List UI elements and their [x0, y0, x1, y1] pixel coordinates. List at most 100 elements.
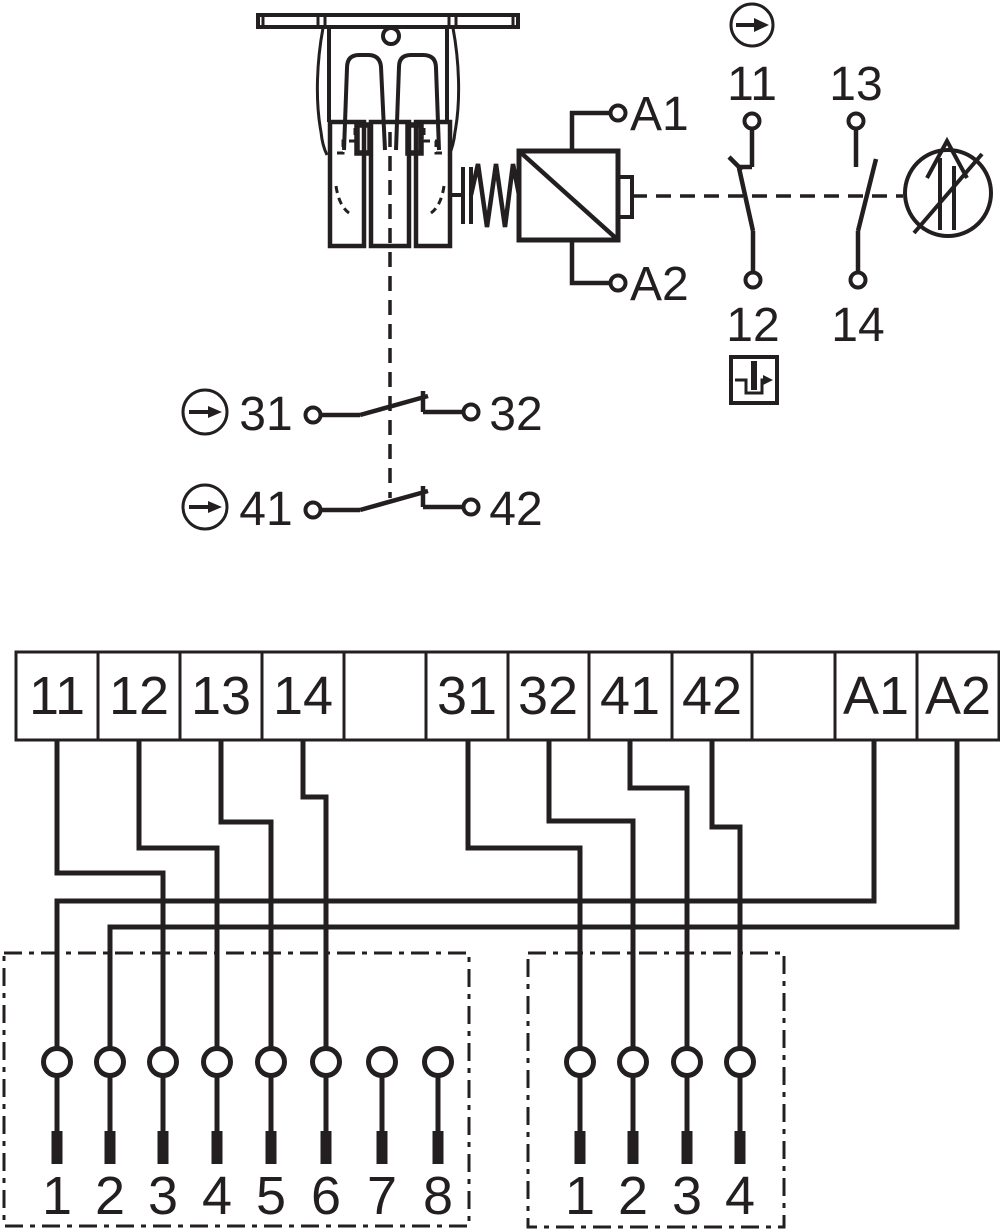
contact-nc-11-12: 11 12 [726, 58, 779, 352]
pin-stub [265, 1131, 277, 1164]
right-connector-pins: 1 2 3 4 [564, 1046, 756, 1226]
pin-stub [574, 1131, 586, 1164]
right-latch-block [405, 122, 424, 156]
wire-11-to-left-pin-3 [54, 740, 166, 1050]
terminal-node-a1 [608, 103, 628, 123]
contact-blade [736, 167, 756, 272]
terminal-node-11 [742, 111, 762, 131]
right-plunger-hidden-detail [422, 128, 443, 155]
contact-blade [359, 488, 429, 513]
label-32: 32 [489, 388, 542, 441]
actuator-bar-ticks [261, 15, 515, 27]
wire-31-to-right-pin-1 [465, 740, 583, 1050]
terminal-node-42 [461, 497, 481, 517]
pin-label: 6 [311, 1166, 341, 1226]
terminal-cell-a1: A1 [843, 666, 909, 726]
terminal-node-32 [461, 402, 481, 422]
terminal-node-12 [743, 270, 763, 290]
pin: 4 [724, 1046, 756, 1226]
coil-block-diagonal [517, 149, 620, 242]
spring-zigzag [468, 163, 522, 228]
pin: 2 [617, 1046, 649, 1226]
terminal-strip: 11 12 13 14 31 32 41 42 A1 A2 [14, 650, 1000, 742]
contact-blade [855, 158, 879, 272]
pin-label: 8 [423, 1166, 453, 1226]
double-arrow-head [925, 136, 969, 179]
contact-no-13-14: 13 14 [829, 58, 884, 352]
pin-circle [147, 1046, 179, 1078]
pin: 3 [671, 1046, 703, 1226]
step-line [735, 378, 766, 395]
arrow-head [754, 18, 769, 32]
head-screw-circle [381, 26, 401, 46]
terminal-cell-11: 11 [29, 666, 85, 726]
pin-circle [564, 1046, 596, 1078]
square-plunger-step-arrow-icon [729, 355, 779, 405]
right-plunger [413, 119, 453, 249]
wire-13-to-left-pin-5 [218, 740, 274, 1050]
contact-row-41-42: 41 42 [181, 483, 543, 536]
spring-bracket [461, 167, 473, 224]
terminal-cell-32: 32 [518, 666, 578, 726]
switch-head-drawing [256, 13, 520, 249]
pin-stub [627, 1131, 639, 1164]
pin-circle [366, 1046, 398, 1078]
pin: 8 [422, 1046, 454, 1226]
pin-label: 4 [202, 1166, 232, 1226]
prohibition-icon [903, 136, 993, 238]
left-latch-block [354, 122, 373, 156]
left-plunger-hidden-detail [336, 128, 357, 155]
wire-a2-to-left-pin-2 [107, 740, 960, 1050]
label-41: 41 [239, 483, 292, 536]
circled-right-arrow-icon [181, 388, 229, 436]
label-a1: A1 [630, 88, 689, 141]
pin-circle [201, 1046, 233, 1078]
pin-stub [211, 1131, 223, 1164]
contact-row-31-32: 31 32 [181, 388, 543, 441]
terminal-node-14 [848, 270, 868, 290]
pin: 7 [366, 1046, 398, 1226]
double-arrow-shafts [938, 158, 956, 230]
crossed-double-up-arrow-icon [903, 148, 993, 238]
pin-circle [724, 1046, 756, 1078]
terminal-cell-42: 42 [682, 666, 742, 726]
middle-plunger [368, 119, 412, 249]
pin-stub [157, 1131, 169, 1164]
pin: 3 [147, 1046, 179, 1226]
contact-blade [359, 393, 429, 418]
pin: 6 [310, 1046, 342, 1226]
pin-circle [255, 1046, 287, 1078]
left-plunger-hidden-arc [334, 185, 350, 215]
terminal-cell-13: 13 [191, 666, 251, 726]
plunger-bar [751, 361, 757, 390]
contact-seat-and-right-lead [420, 486, 463, 510]
pin: 2 [94, 1046, 126, 1226]
right-plunger-hidden-arc [430, 185, 446, 215]
pin-stub [104, 1131, 116, 1164]
pin-circle [310, 1046, 342, 1078]
pin-stub [51, 1131, 63, 1164]
label-42: 42 [489, 483, 542, 536]
pin: 5 [255, 1046, 287, 1226]
terminal-cell-12: 12 [109, 666, 169, 726]
terminal-node-41 [303, 500, 323, 520]
pin-circle [422, 1046, 454, 1078]
label-31: 31 [239, 388, 292, 441]
left-plunger [327, 119, 367, 249]
pin-label: 3 [148, 1166, 178, 1226]
label-14: 14 [831, 299, 884, 352]
left-connector-pins: 1 2 3 4 5 6 [41, 1046, 454, 1226]
pin-label: 1 [42, 1166, 72, 1226]
pin-label: 1 [565, 1166, 595, 1226]
pin-circle [617, 1046, 649, 1078]
coil-lead-a1 [569, 110, 610, 151]
pin-stub [320, 1131, 332, 1164]
wire-41-to-right-pin-3 [627, 740, 690, 1050]
contact-seat-and-right-lead [420, 391, 463, 415]
pin-stub [432, 1131, 444, 1164]
wiring [54, 740, 960, 1050]
wire-a1-to-left-pin-1 [54, 740, 877, 1050]
terminal-cell-41: 41 [600, 666, 660, 726]
